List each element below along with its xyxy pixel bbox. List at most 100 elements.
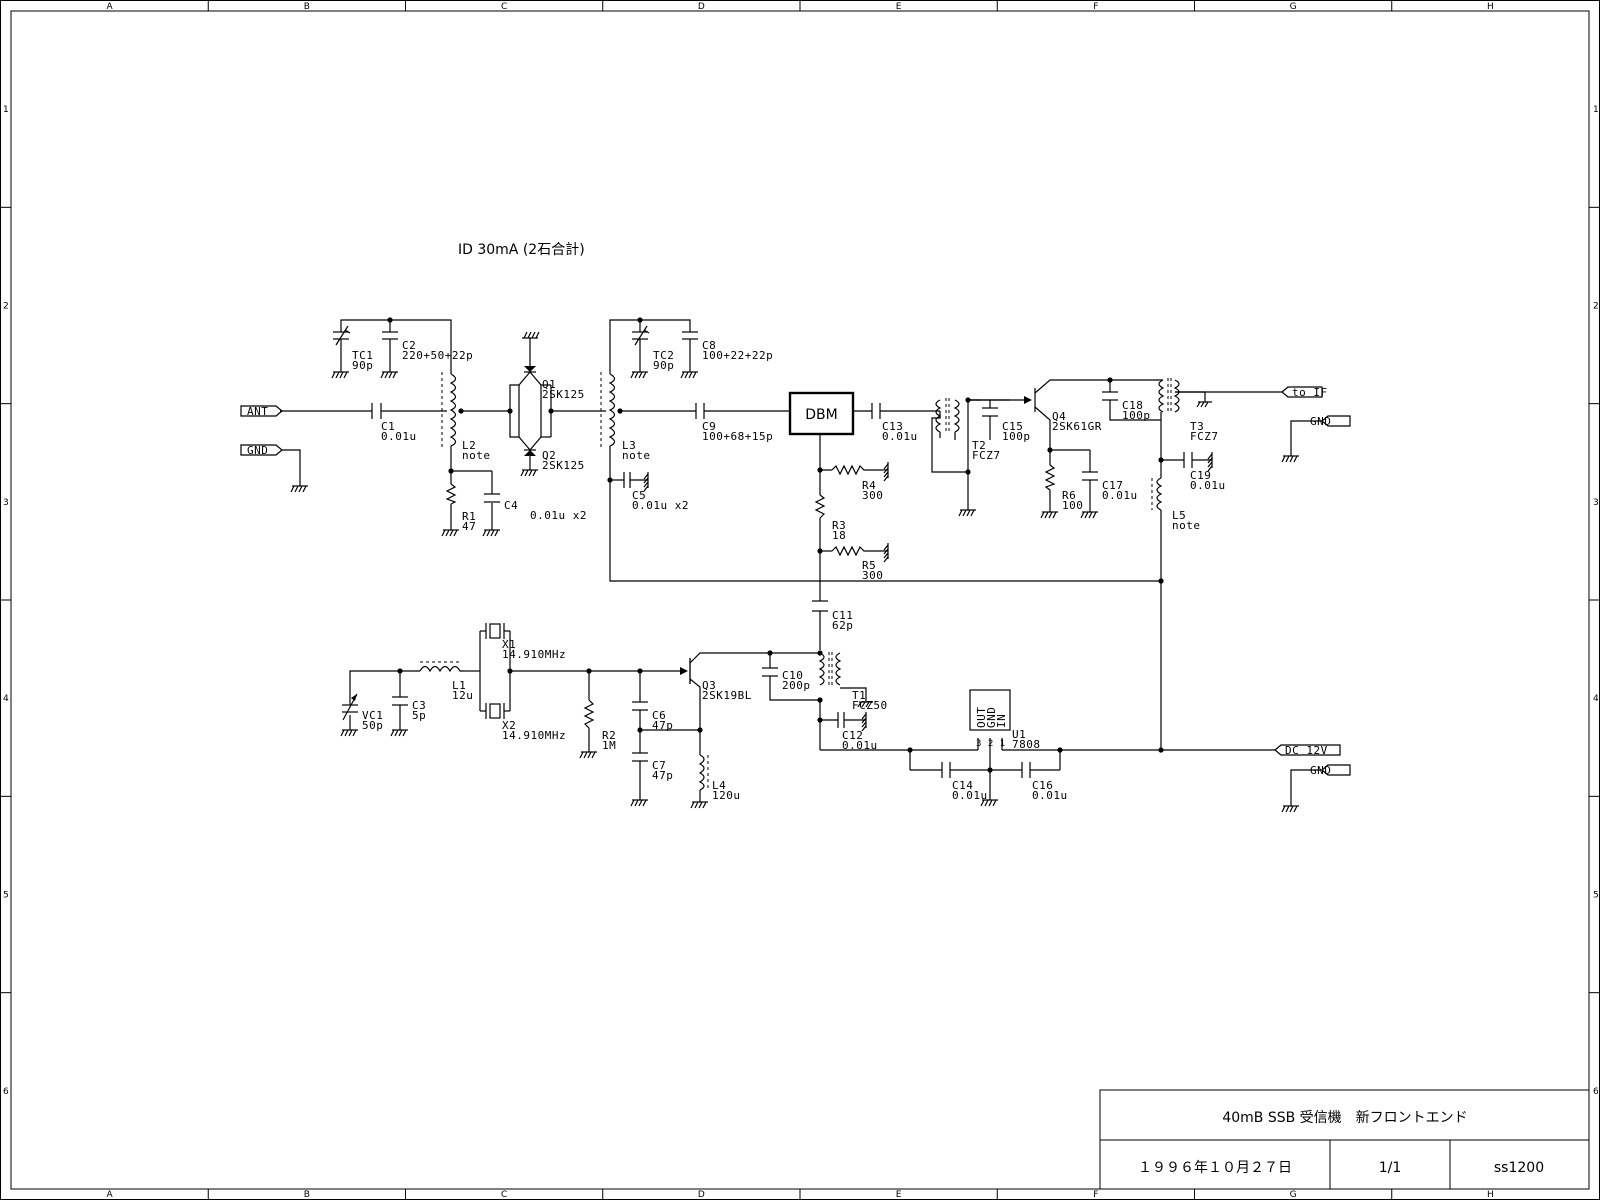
title-block-doc-number: ss1200: [1494, 1160, 1544, 1176]
ground-icon: [1281, 805, 1299, 813]
q1-ref: Q1: [542, 378, 556, 391]
c10-value: 200p: [782, 679, 811, 692]
title-block-sheet: 1/1: [1379, 1160, 1402, 1176]
x1-value: 14.910MHz: [502, 648, 566, 661]
port-flags: [240, 386, 1351, 776]
l4-value: 120u: [712, 789, 741, 802]
r3-value: 18: [832, 529, 846, 542]
c7-ref: C7: [652, 759, 666, 772]
frame-column-label: E: [896, 2, 902, 12]
q1-value: 2SK125: [542, 388, 585, 401]
c19-ref: C19: [1190, 469, 1211, 482]
c10-ref: C10: [782, 669, 803, 682]
ground-icon: [1207, 452, 1213, 472]
t1-value: FCZ50: [852, 699, 888, 712]
ground-icon: [1080, 511, 1098, 519]
frame-row-label: 1: [3, 105, 9, 115]
regulator-u1: OUT GND IN 3 2 1: [969, 689, 1011, 749]
ground-icon: [380, 371, 398, 379]
u1-ref: U1: [1012, 728, 1026, 741]
l2-value: note: [462, 449, 491, 462]
x1-ref: X1: [502, 638, 516, 651]
port-gnd-right-bottom: GND: [1310, 764, 1331, 777]
crystal-symbols: [485, 623, 505, 719]
frame-column-label: B: [304, 1190, 310, 1200]
frame-column-label: D: [698, 2, 705, 12]
inductor-symbols: [419, 372, 1180, 791]
ground-icon: [340, 729, 358, 737]
ground-icon: [643, 472, 649, 492]
current-note: ID 30mA (2石合計): [458, 242, 585, 258]
trimmer-symbols: [333, 325, 650, 721]
ground-icon: [331, 371, 349, 379]
c11-value: 62p: [832, 619, 853, 632]
ground-icon: [958, 509, 976, 517]
ground-icon: [883, 462, 889, 482]
frame-column-label: C: [501, 2, 507, 12]
frame-column-label: B: [304, 2, 310, 12]
ground-icon: [857, 701, 873, 708]
ground-icon: [579, 751, 597, 759]
ground-icon: [520, 469, 538, 477]
frame-column-label: G: [1290, 1190, 1297, 1200]
frame-row-label: 1: [1593, 105, 1599, 115]
r1-value: 47: [462, 520, 476, 533]
q4-ref: Q4: [1052, 410, 1066, 423]
c4-value: 0.01u x2: [530, 509, 587, 522]
ground-icon: [883, 543, 889, 563]
u1-pin-out: OUT: [975, 707, 988, 728]
t2-ref: T2: [972, 439, 986, 452]
title-block-title: 40mB SSB 受信機 新フロントエンド: [1222, 1110, 1467, 1126]
c9-ref: C9: [702, 420, 716, 433]
junctions: [387, 317, 1164, 773]
u1-pin-in: IN: [995, 714, 1008, 728]
tc2-value: 90p: [653, 359, 674, 372]
frame-row-label: 3: [3, 498, 9, 508]
title-block-date: １９９６年１０月２７日: [1138, 1160, 1292, 1176]
port-ant: ANT: [247, 405, 268, 418]
t2-value: FCZ7: [972, 449, 1001, 462]
c8-ref: C8: [702, 339, 716, 352]
c12-ref: C12: [842, 729, 863, 742]
ground-icon: [630, 371, 648, 379]
c1-ref: C1: [381, 420, 395, 433]
r1-ref: R1: [462, 510, 476, 523]
c4-ref: C4: [504, 499, 518, 512]
r6-value: 100: [1062, 499, 1083, 512]
l3-ref: L3: [622, 439, 636, 452]
r3-ref: R3: [832, 519, 846, 532]
ground-icon: [690, 801, 708, 809]
l5-ref: L5: [1172, 509, 1186, 522]
ground-icon: [630, 799, 648, 807]
c15-ref: C15: [1002, 420, 1023, 433]
c18-ref: C18: [1122, 399, 1143, 412]
c12-value: 0.01u: [842, 739, 878, 752]
c7-value: 47p: [652, 769, 673, 782]
c6-value: 47p: [652, 719, 673, 732]
q4-value: 2SK61GR: [1052, 420, 1102, 433]
c11-ref: C11: [832, 609, 853, 622]
ground-icon: [1196, 401, 1212, 408]
t3-value: FCZ7: [1190, 430, 1219, 443]
c3-ref: C3: [412, 699, 426, 712]
resistor-symbols: [445, 464, 1056, 729]
ground-icon: [441, 529, 459, 537]
ground-icon: [1281, 455, 1299, 463]
c3-value: 5p: [412, 709, 426, 722]
port-dc-12v: DC 12V: [1285, 744, 1328, 757]
r5-value: 300: [862, 569, 883, 582]
x2-value: 14.910MHz: [502, 729, 566, 742]
t1-ref: T1: [852, 689, 866, 702]
l3-value: note: [622, 449, 651, 462]
ground-icon: [980, 799, 998, 807]
port-gnd-right-top: GND: [1310, 415, 1331, 428]
frame-row-label: 3: [1593, 498, 1599, 508]
tc1-value: 90p: [352, 359, 373, 372]
vc1-value: 50p: [362, 719, 383, 732]
t3-ref: T3: [1190, 420, 1204, 433]
c13-ref: C13: [882, 420, 903, 433]
frame-column-label: G: [1290, 2, 1297, 12]
l4-ref: L4: [712, 779, 726, 792]
c19-value: 0.01u: [1190, 479, 1226, 492]
ground-icon: [1040, 511, 1058, 519]
